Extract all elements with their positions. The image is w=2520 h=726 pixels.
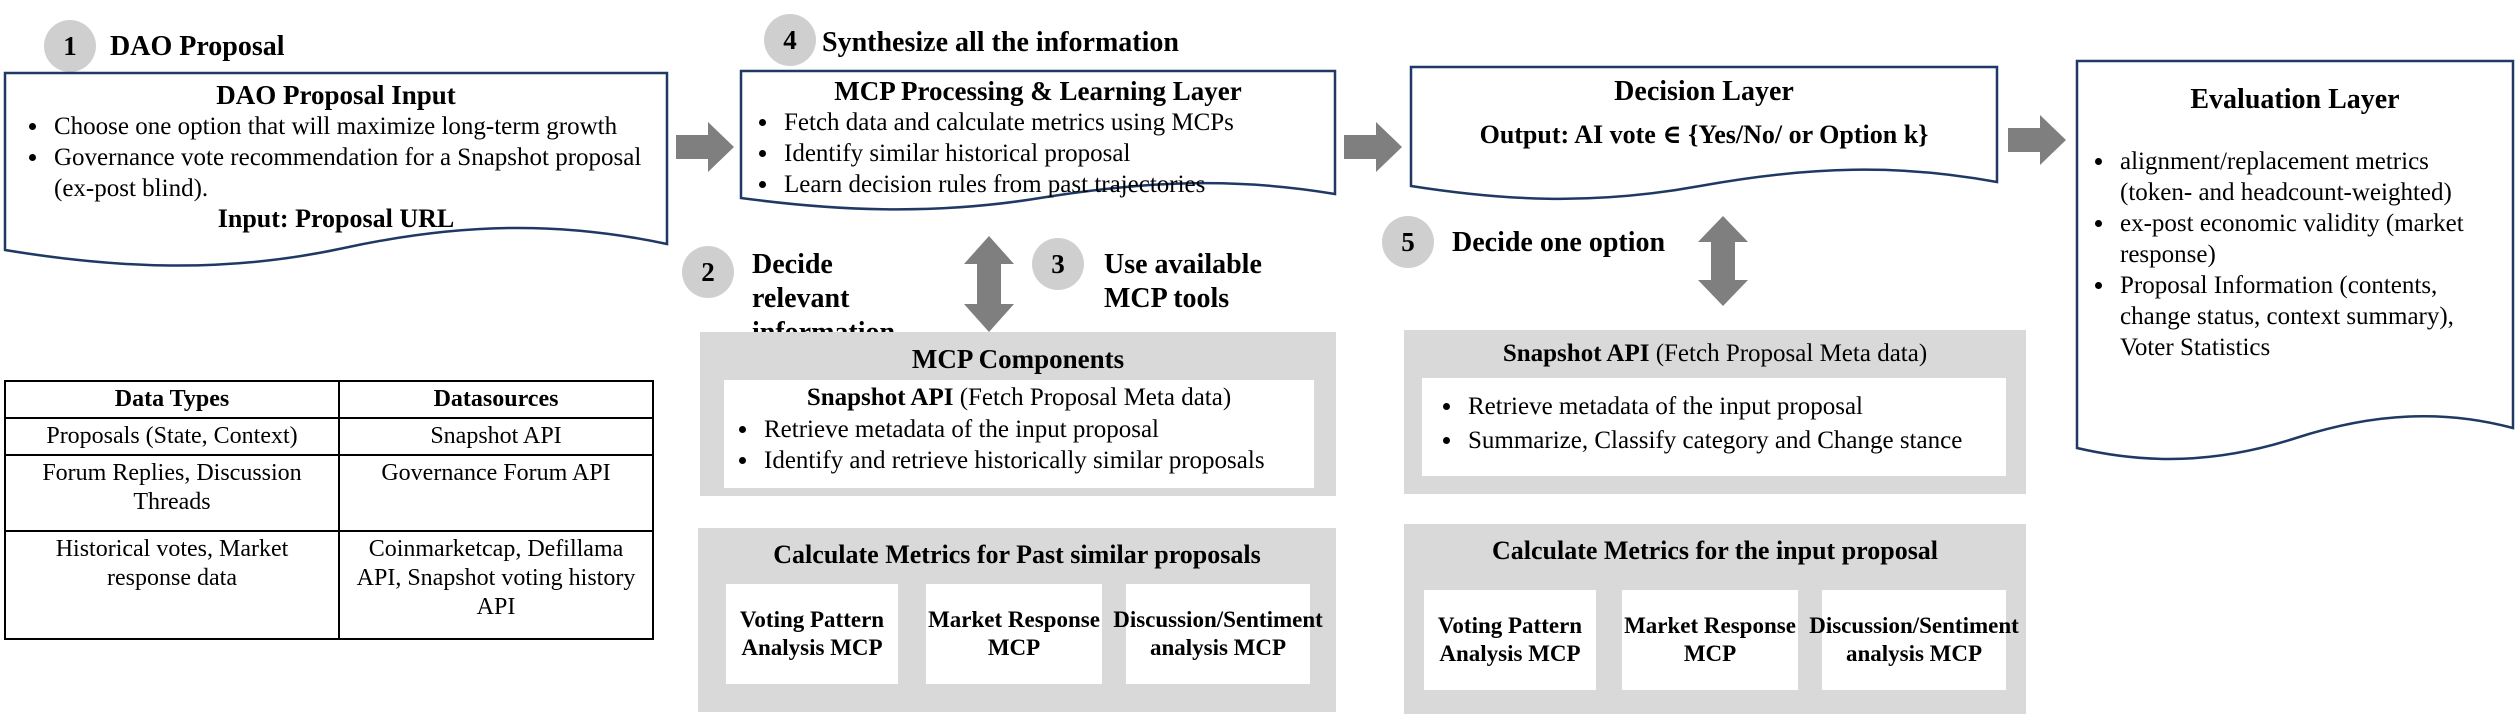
snapshot-right-box: Retrieve metadata of the input proposal … <box>1422 378 2006 476</box>
input-metrics-panel: Calculate Metrics for the input proposal… <box>1404 524 2026 714</box>
evaluation-bullet: alignment/replacement metrics (token- an… <box>2116 146 2506 208</box>
discussion-sentiment-card: Discussion/Sentiment analysis MCP <box>1113 584 1323 684</box>
snapshot-api-line: Snapshot API (Fetch Proposal Meta data) <box>724 382 1314 414</box>
processing-bullet: Fetch data and calculate metrics using M… <box>780 107 1336 138</box>
wavy-box-shape <box>739 69 1337 211</box>
table-cell: Coinmarketcap, Defillama API, Snapshot v… <box>338 530 654 640</box>
discussion-sentiment-card: Discussion/Sentiment analysis MCP <box>1809 590 2019 690</box>
table-header-row: Data Types Datasources <box>4 380 654 419</box>
table-cell: Forum Replies, Discussion Threads <box>4 454 340 532</box>
wavy-box-shape <box>3 71 669 267</box>
mcp-processing-box: MCP Processing & Learning Layer Fetch da… <box>739 69 1337 211</box>
input-bullet: Governance vote recommendation for a Sna… <box>50 142 658 204</box>
table-cell: Governance Forum API <box>338 454 654 532</box>
step-4-circle: 4 <box>764 14 816 66</box>
up-down-arrow-icon <box>1698 216 1748 306</box>
evaluation-title: Evaluation Layer <box>2190 84 2400 115</box>
voting-pattern-card: Voting Pattern Analysis MCP <box>1424 590 1596 690</box>
right-arrow-icon <box>2008 115 2066 165</box>
wavy-box-shape <box>2075 59 2515 461</box>
decision-output: Output: AI vote ∈ {Yes/No/ or Option k} <box>1479 120 1929 149</box>
evaluation-bullet: ex-post economic validity (market respon… <box>2116 208 2506 270</box>
step-2-circle: 2 <box>682 246 734 298</box>
processing-bullet: Learn decision rules from past trajector… <box>780 169 1336 200</box>
voting-pattern-card: Voting Pattern Analysis MCP <box>726 584 898 684</box>
right-arrow-icon <box>1344 122 1402 172</box>
dao-proposal-input-box: DAO Proposal Input Choose one option tha… <box>3 71 669 268</box>
right-arrow-icon <box>676 122 734 172</box>
wavy-box-shape <box>1409 65 1999 201</box>
snapshot-right-panel: Snapshot API (Fetch Proposal Meta data) … <box>1404 330 2026 494</box>
past-metrics-title: Calculate Metrics for Past similar propo… <box>773 540 1261 569</box>
snapshot-api-desc: (Fetch Proposal Meta data) <box>953 384 1232 411</box>
input-box-title: DAO Proposal Input <box>216 80 456 110</box>
table-cell: Snapshot API <box>338 417 654 456</box>
snapshot-right-bullet: Retrieve metadata of the input proposal <box>1464 390 2006 424</box>
table-cell: Proposals (State, Context) <box>4 417 340 456</box>
step-5-circle: 5 <box>1382 216 1434 268</box>
processing-title: MCP Processing & Learning Layer <box>834 76 1242 106</box>
mcp-components-panel: MCP Components Snapshot API (Fetch Propo… <box>700 332 1336 496</box>
snapshot-right-bullet: Summarize, Classify category and Change … <box>1464 424 2006 458</box>
decision-title: Decision Layer <box>1614 76 1794 107</box>
evaluation-layer-box: Evaluation Layer alignment/replacement m… <box>2075 59 2515 470</box>
past-metrics-panel: Calculate Metrics for Past similar propo… <box>698 528 1336 712</box>
snapshot-api-box: Snapshot API (Fetch Proposal Meta data) … <box>724 380 1314 488</box>
step-1-label: DAO Proposal <box>110 31 285 62</box>
input-url-label: Input: Proposal URL <box>217 204 455 233</box>
table-row: Proposals (State, Context) Snapshot API <box>4 417 654 456</box>
input-bullet: Choose one option that will maximize lon… <box>50 111 658 142</box>
mcp-component-bullet: Retrieve metadata of the input proposal <box>760 414 1314 445</box>
datasource-table: Data Types Datasources Proposals (State,… <box>4 380 654 640</box>
evaluation-bullet: Proposal Information (contents, change s… <box>2116 270 2506 363</box>
table-header: Data Types <box>4 380 340 419</box>
table-cell: Historical votes, Market response data <box>4 530 340 640</box>
snapshot-right-line: Snapshot API (Fetch Proposal Meta data) <box>1404 338 2026 370</box>
market-response-card: Market Response MCP <box>926 584 1102 684</box>
table-header: Datasources <box>338 380 654 419</box>
step-4-label: Synthesize all the information <box>822 27 1179 58</box>
market-response-card: Market Response MCP <box>1622 590 1798 690</box>
input-metrics-title: Calculate Metrics for the input proposal <box>1491 536 1939 565</box>
snapshot-api-name: Snapshot API <box>806 384 954 411</box>
step-1-circle: 1 <box>44 20 96 72</box>
mcp-component-bullet: Identify and retrieve historically simil… <box>760 445 1314 476</box>
table-row: Forum Replies, Discussion Threads Govern… <box>4 454 654 532</box>
step-3-circle: 3 <box>1032 238 1084 290</box>
mcp-components-title: MCP Components <box>911 344 1125 374</box>
snapshot-right-api-name: Snapshot API <box>1502 340 1650 367</box>
processing-bullet: Identify similar historical proposal <box>780 138 1336 169</box>
step-5-label: Decide one option <box>1452 227 1666 258</box>
decision-layer-box: Decision Layer Output: AI vote ∈ {Yes/No… <box>1409 65 1999 202</box>
step-3-label: Use available MCP tools <box>1104 249 1262 314</box>
snapshot-right-api-desc: (Fetch Proposal Meta data) <box>1649 340 1928 367</box>
up-down-arrow-icon <box>964 236 1014 332</box>
table-row: Historical votes, Market response data C… <box>4 530 654 640</box>
